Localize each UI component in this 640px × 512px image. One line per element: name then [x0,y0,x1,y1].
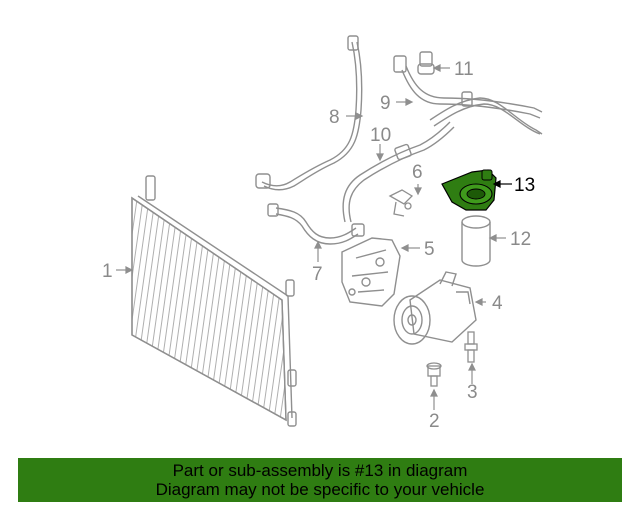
receiver-drier-12 [461,215,491,267]
callout-11[interactable]: 11 [454,59,474,80]
line-10 [342,121,455,223]
part-13[interactable] [441,169,497,211]
callout-2[interactable]: 2 [429,411,440,432]
callout-5[interactable]: 5 [424,239,435,260]
compressor-4 [393,271,477,345]
bracket-5 [341,237,401,307]
banner-line-1: Part or sub-assembly is #13 in diagram [172,461,468,480]
callout-7[interactable]: 7 [312,264,323,285]
callout-3[interactable]: 3 [467,382,478,403]
parts-diagram: 1 2 3 4 5 6 7 8 9 10 11 12 13 [102,35,543,432]
bolt-2 [426,362,442,387]
callout-4[interactable]: 4 [492,293,503,314]
callout-13[interactable]: 13 [514,175,535,196]
callout-12[interactable]: 12 [510,229,531,250]
valve-11 [417,51,435,75]
callout-8[interactable]: 8 [329,107,340,128]
info-banner: Part or sub-assembly is #13 in diagram D… [18,458,622,502]
stud-3 [464,331,478,363]
banner-line-2: Diagram may not be specific to your vehi… [155,480,485,499]
condenser [131,175,297,427]
hose-8 [255,35,363,191]
callout-1[interactable]: 1 [102,261,113,282]
callout-6[interactable]: 6 [412,162,423,183]
line-9 [393,55,543,135]
hose-7 [267,203,365,245]
leader-lines [116,64,506,410]
callout-9[interactable]: 9 [380,93,391,114]
callout-10[interactable]: 10 [370,125,391,146]
leader-13 [492,180,512,188]
sensor-6 [388,189,414,217]
